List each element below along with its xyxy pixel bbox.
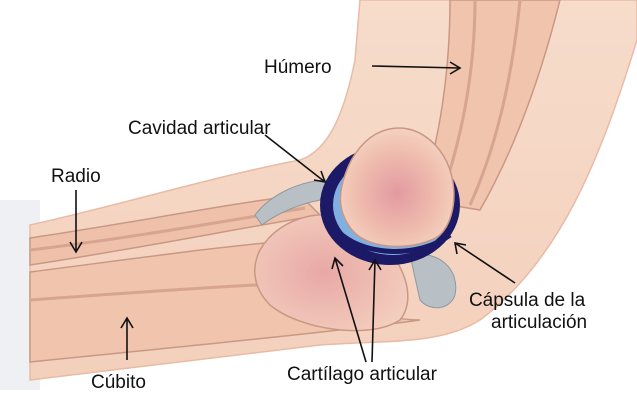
label-radio: Radio [51, 166, 101, 188]
label-cubito: Cúbito [91, 372, 146, 394]
label-capsula-line2: articulación [467, 312, 587, 334]
label-capsula-line1: Cápsula de la [467, 290, 587, 312]
label-humero: Húmero [264, 57, 332, 79]
label-cavidad-articular: Cavidad articular [128, 118, 271, 140]
label-cartilago-articular: Cartílago articular [287, 364, 437, 386]
label-capsula: Cápsula de la articulación [467, 290, 587, 334]
